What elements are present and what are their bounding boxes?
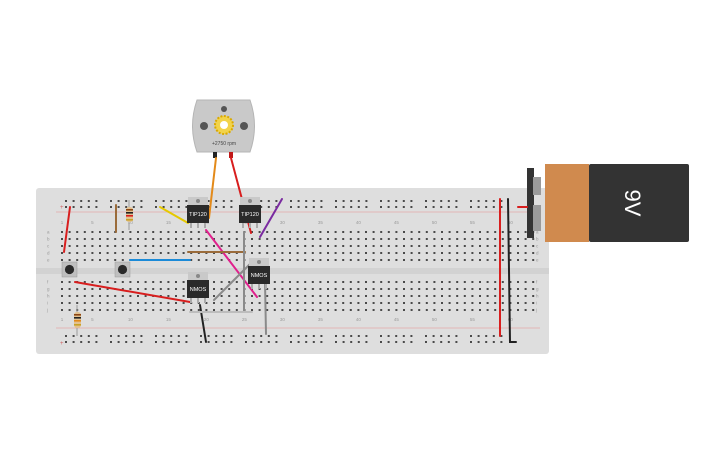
row-letter: c [47,244,50,249]
row-letter: h [536,294,539,299]
battery-9v[interactable]: 9V [527,164,689,242]
nmos-transistor-1[interactable]: NMOS [187,272,209,303]
column-number: 5 [91,317,94,322]
resistor-top[interactable] [126,200,133,230]
tip120-transistor-1[interactable]: TIP120 [187,197,209,228]
magenta-wire[interactable] [205,229,258,298]
row-letter: a [536,230,539,235]
rail-plus-top: + [60,205,64,211]
battery-label: 9V [620,190,645,217]
q4-label: NMOS [251,273,268,279]
resistor-bottom[interactable] [74,305,81,336]
row-letter: h [47,294,50,299]
motor-mount-hole [200,122,208,130]
row-letter: g [47,287,50,292]
q1-label: TIP120 [189,212,207,218]
button-cap[interactable] [64,264,75,275]
column-number: 1 [61,220,64,225]
row-letter: e [47,258,50,263]
orange-wire[interactable] [208,157,217,219]
motor-speed-label: +2750 rpm [212,141,236,147]
red-wire-left[interactable] [63,206,71,253]
tip120-transistor-2[interactable]: TIP120 [239,197,261,228]
q3-label: NMOS [190,287,207,293]
row-letter: g [536,287,539,292]
row-letter: j [535,308,537,313]
row-letter: d [536,251,539,256]
column-number: 50 [432,317,438,322]
dc-motor[interactable]: +2750 rpm [192,99,255,158]
yellow-wire[interactable] [159,206,189,224]
column-number: 20 [204,317,210,322]
gray-wire-a[interactable] [264,281,267,335]
motor-mount-hole [240,122,248,130]
gray-wire-c[interactable] [213,259,255,301]
battery-body[interactable] [589,164,689,242]
wires[interactable] [63,157,528,343]
column-number: 35 [318,317,324,322]
red-wire-button[interactable] [74,281,191,303]
battery-terminal[interactable] [533,177,541,195]
push-button-1[interactable] [61,261,78,278]
push-button-2[interactable] [114,261,131,278]
row-letter: d [47,251,50,256]
resistor-body [126,207,133,222]
row-letter: b [536,237,539,242]
column-number: 55 [470,220,476,225]
column-number: 60 [508,220,514,225]
column-number: 5 [91,220,94,225]
row-letter: a [47,230,50,235]
column-number: 45 [394,317,400,322]
row-letter: e [536,258,539,263]
button-cap[interactable] [117,264,128,275]
purple-wire[interactable] [259,198,283,238]
battery-terminal[interactable] [533,205,541,231]
row-letter: c [536,244,539,249]
row-letter: j [46,308,48,313]
q2-label: TIP120 [241,212,259,218]
row-letter: i [536,301,537,306]
row-letter: i [47,301,48,306]
row-letter: f [536,280,538,285]
column-number: 25 [242,317,248,322]
row-letter: b [47,237,50,242]
black-wire-battery[interactable] [507,198,517,343]
column-number: 45 [394,220,400,225]
column-number: 55 [470,317,476,322]
rail-plus-bottom: + [60,341,64,347]
motor-terminal-negative[interactable] [213,152,217,158]
column-number: 15 [166,220,172,225]
column-number: 40 [356,317,362,322]
motor-shaft [220,121,228,129]
battery-cap [527,168,534,238]
column-number: 1 [61,317,64,322]
motor-terminal-positive[interactable] [229,152,233,158]
nmos-transistor-2[interactable]: NMOS [248,258,270,289]
column-number: 30 [280,220,286,225]
battery-band [545,164,589,242]
column-number: 15 [166,317,172,322]
column-number: 50 [432,220,438,225]
column-number: 30 [280,317,286,322]
column-number: 40 [356,220,362,225]
column-number: 10 [128,220,134,225]
motor-mount-hole [221,106,227,112]
row-letter: f [47,280,49,285]
column-number: 35 [318,220,324,225]
column-number: 10 [128,317,134,322]
center-channel [36,268,549,274]
